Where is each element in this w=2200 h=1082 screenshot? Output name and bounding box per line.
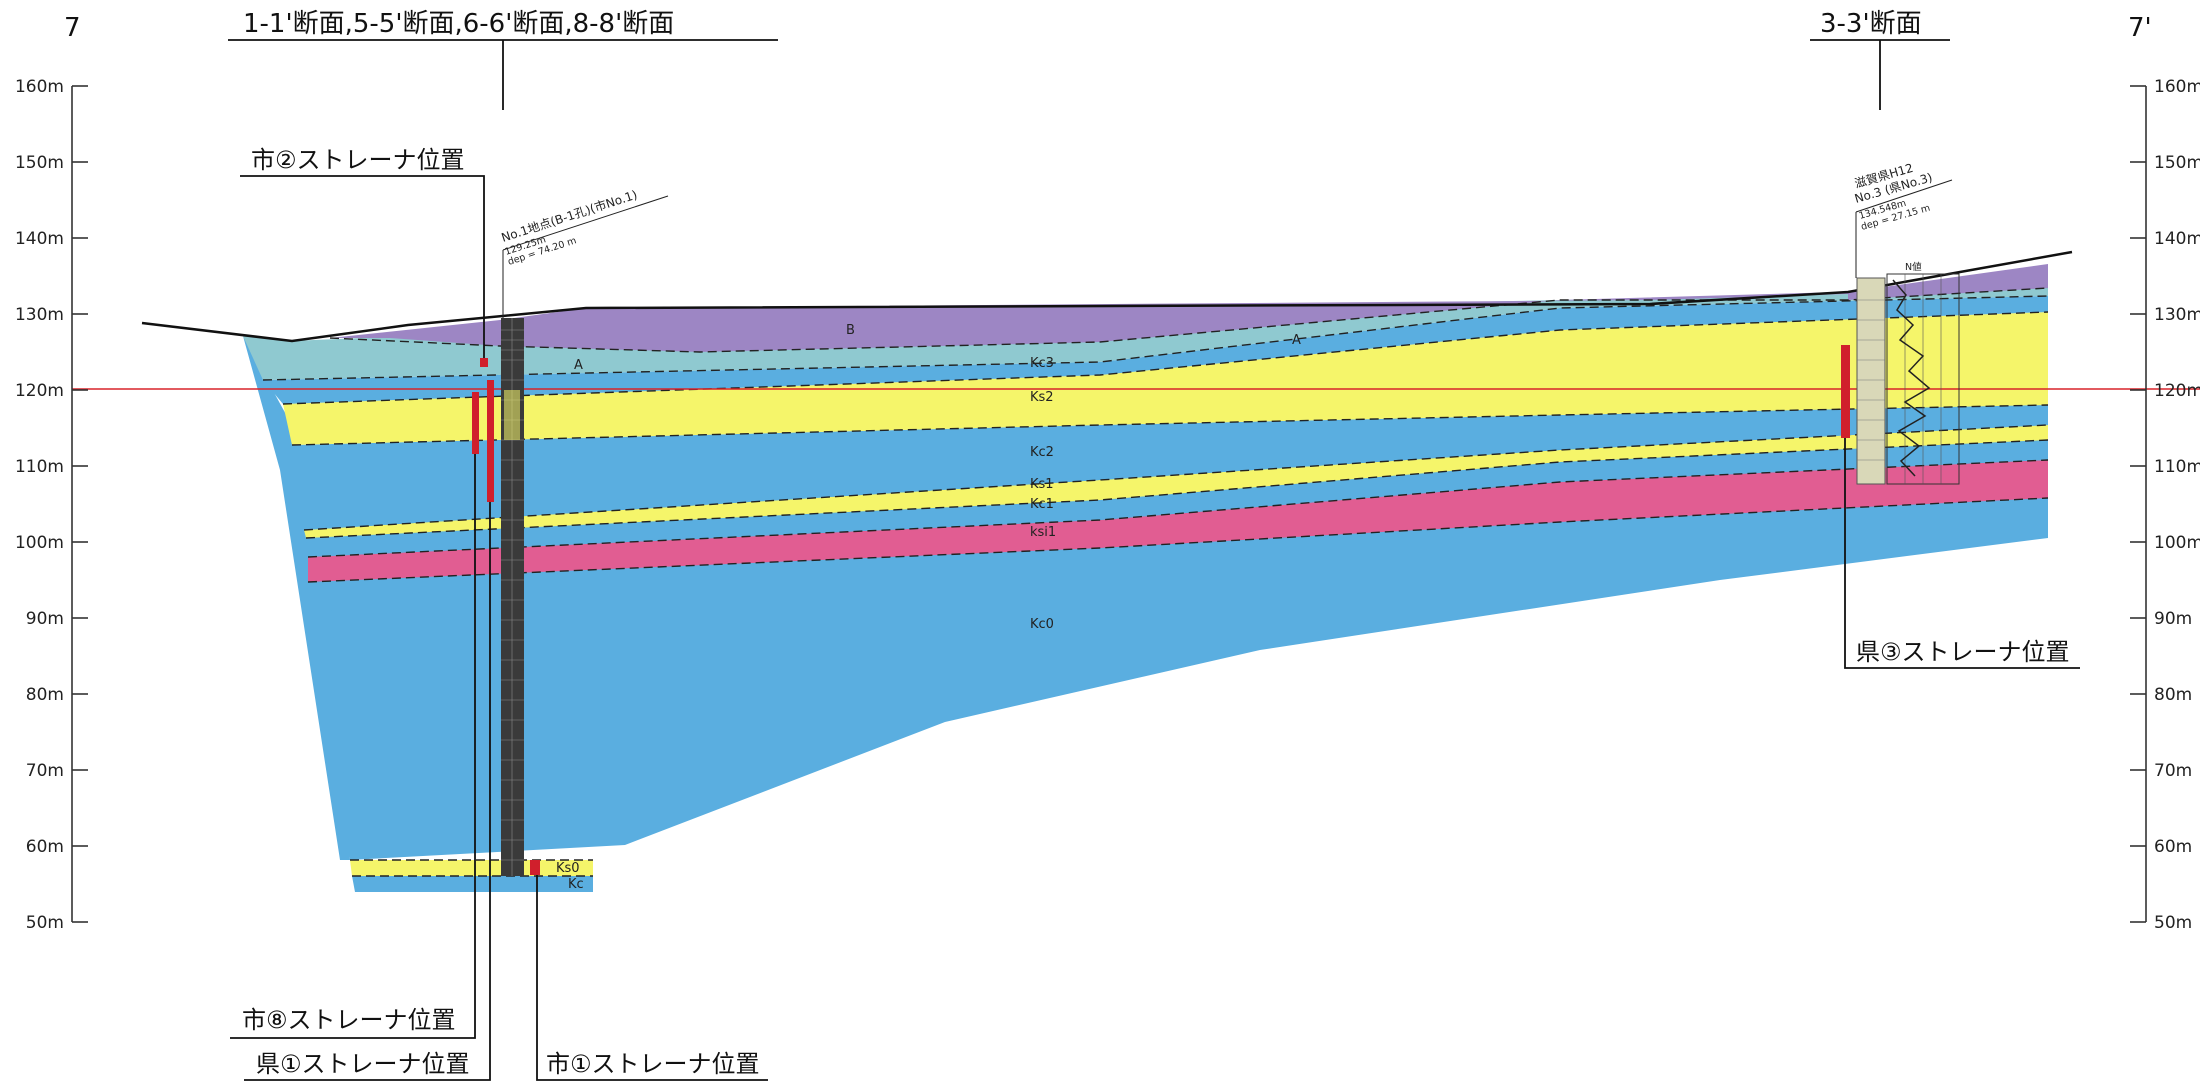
- left-tick-140: 140m: [15, 229, 64, 249]
- left-tick-130: 130m: [15, 305, 64, 325]
- callout-city1: 市①ストレーナ位置: [536, 875, 768, 1081]
- left-tick-120: 120m: [15, 381, 64, 401]
- right-tick-110: 110m: [2154, 457, 2200, 477]
- right-borehole-column: [1856, 277, 1886, 485]
- right-tick-160: 160m: [2154, 77, 2200, 97]
- layer-label-ks1: Ks1: [1030, 477, 1054, 492]
- callout-pref3-label: 県③ストレーナ位置: [1856, 638, 2070, 666]
- layer-label-kc0: Kc0: [1030, 617, 1054, 632]
- section-header-left: 1-1'断面,5-5'断面,6-6'断面,8-8'断面: [228, 9, 778, 110]
- boundary-kc1-ksi1: [307, 459, 2049, 558]
- callout-city8-label: 市⑧ストレーナ位置: [242, 1006, 456, 1034]
- boundary-kc2-ks1: [303, 424, 2049, 531]
- strainer-pref1-bar: [487, 380, 494, 502]
- boundary-ks1-kc1: [305, 439, 2049, 539]
- right-tick-60: 60m: [2154, 837, 2192, 857]
- strainer-city1-bar: [530, 860, 540, 875]
- boundary-ks2-kc2: [291, 404, 2049, 446]
- layer-ks1: [304, 425, 2048, 538]
- right-tick-130: 130m: [2154, 305, 2200, 325]
- callout-pref3: 県③ストレーナ位置: [1844, 438, 2080, 669]
- strainer-city8-bar: [472, 392, 479, 454]
- callout-pref1-label: 県①ストレーナ位置: [256, 1050, 470, 1078]
- right-tick-150: 150m: [2154, 153, 2200, 173]
- layer-kc1: [306, 440, 2048, 557]
- left-axis-labels: 160m 150m 140m 130m 120m 110m 100m 90m 8…: [15, 77, 64, 933]
- ground-surface-line: [141, 250, 2073, 343]
- layer-label-kc: Kc: [568, 877, 584, 892]
- layer-kc-base: [352, 876, 593, 892]
- layer-label-a: A: [574, 358, 583, 373]
- left-tick-60: 60m: [26, 837, 64, 857]
- layer-label-kc3: Kc3: [1030, 356, 1054, 371]
- right-nvalue-label: N値: [1905, 261, 1922, 273]
- layer-label-kc1: Kc1: [1030, 497, 1054, 512]
- right-tick-80: 80m: [2154, 685, 2192, 705]
- section-header-left-label: 1-1'断面,5-5'断面,6-6'断面,8-8'断面: [243, 9, 674, 39]
- right-elevation-axis: [2130, 85, 2147, 923]
- right-tick-50: 50m: [2154, 913, 2192, 933]
- left-tick-80: 80m: [26, 685, 64, 705]
- strainer-bars-left: [472, 358, 540, 875]
- callout-city2-label: 市②ストレーナ位置: [251, 146, 465, 174]
- layer-label-ks2: Ks2: [1030, 390, 1054, 405]
- right-tick-120: 120m: [2154, 381, 2200, 401]
- boundary-ksi1-kc0: [307, 497, 2049, 583]
- strainer-pref3-bar: [1841, 345, 1850, 438]
- layer-kc2: [292, 405, 2048, 530]
- section-header-right: 3-3'断面: [1810, 9, 1950, 110]
- section-header-right-label: 3-3'断面: [1820, 9, 1922, 39]
- left-borehole-column: [501, 318, 524, 876]
- left-tick-110: 110m: [15, 457, 64, 477]
- boundary-a-kc3: [262, 295, 2049, 381]
- left-tick-160: 160m: [15, 77, 64, 97]
- layer-label-b: B: [846, 323, 855, 338]
- layer-lower-base-fill: [243, 336, 350, 860]
- left-tick-150: 150m: [15, 153, 64, 173]
- layer-ks2: [283, 312, 2048, 445]
- callout-pref1: 県①ストレーナ位置: [244, 502, 491, 1081]
- layer-label-kc2: Kc2: [1030, 445, 1054, 460]
- left-tick-90: 90m: [26, 609, 64, 629]
- layer-label-a-right: A: [1292, 333, 1301, 348]
- boundary-b-a: [329, 287, 2049, 353]
- left-tick-50: 50m: [26, 913, 64, 933]
- strainer-city2-bar: [480, 358, 488, 367]
- right-tick-70: 70m: [2154, 761, 2192, 781]
- right-tick-100: 100m: [2154, 533, 2200, 553]
- right-nvalue-curve: [1892, 279, 1931, 477]
- layer-kc3: [263, 296, 2048, 404]
- layer-ksi1: [308, 460, 2048, 582]
- layer-labels: B A A Kc3 Ks2 Kc2 Ks1 Kc1 ksi1 Kc0 Ks0 K…: [556, 323, 1301, 892]
- right-tick-90: 90m: [2154, 609, 2192, 629]
- left-tick-70: 70m: [26, 761, 64, 781]
- section-end-right: 7': [2128, 13, 2152, 43]
- right-axis-labels: 160m 150m 140m 130m 120m 110m 100m 90m 8…: [2154, 77, 2200, 933]
- left-borehole-sand-zone: [504, 390, 520, 440]
- layer-label-ks0: Ks0: [556, 861, 580, 876]
- right-tick-140: 140m: [2154, 229, 2200, 249]
- callout-city2: 市②ストレーナ位置: [240, 146, 485, 358]
- left-tick-100: 100m: [15, 533, 64, 553]
- callout-city8: 市⑧ストレーナ位置: [230, 454, 476, 1039]
- callout-city1-label: 市①ストレーナ位置: [546, 1050, 760, 1078]
- layer-label-ksi1: ksi1: [1030, 525, 1056, 540]
- section-end-left: 7: [64, 13, 81, 43]
- layer-fills: [243, 264, 2048, 892]
- left-elevation-axis: [71, 85, 88, 923]
